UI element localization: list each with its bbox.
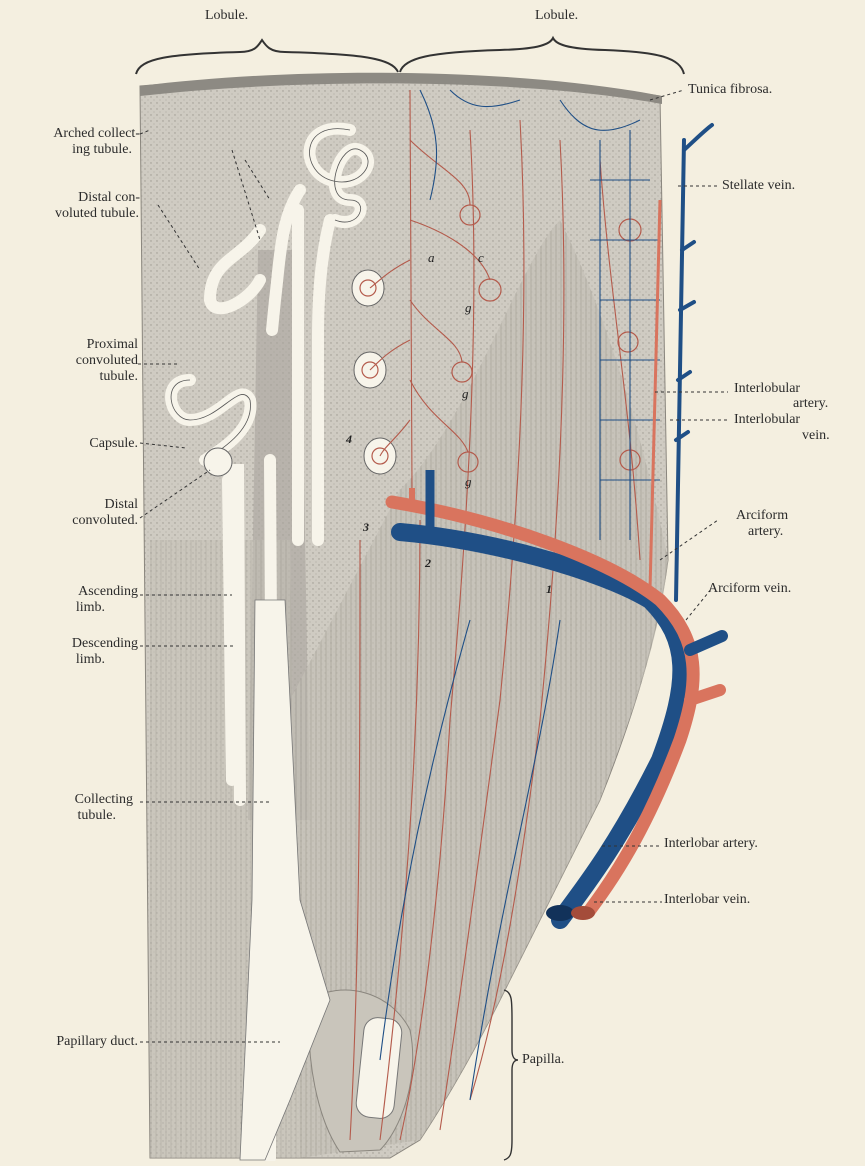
label-lobule-left: Lobule. <box>205 8 248 23</box>
label-papilla: Papilla. <box>522 1052 564 1067</box>
label-arciform-vein: Arciform vein. <box>708 581 791 596</box>
label-lobule-right: Lobule. <box>535 8 578 23</box>
label-distal-convoluted-1: Distal <box>105 497 138 512</box>
label-descending-1: Descending <box>72 636 138 651</box>
marker-4: 4 <box>346 432 352 447</box>
marker-g3: g <box>465 474 472 490</box>
label-arciform-artery-2: artery. <box>748 524 783 539</box>
label-interlobular-vein-2: vein. <box>802 428 830 443</box>
label-ascending-1: Ascending <box>78 584 138 599</box>
label-tunica-fibrosa: Tunica fibrosa. <box>688 82 772 97</box>
label-distal-convoluted-2: convoluted. <box>72 513 138 528</box>
label-arched-collecting-1: Arched collect- <box>53 126 140 141</box>
marker-1: 1 <box>546 582 552 597</box>
marker-g2: g <box>462 386 469 402</box>
label-ascending-2: limb. <box>76 600 105 615</box>
label-interlobular-artery-2: artery. <box>793 396 828 411</box>
label-arched-collecting-2: ing tubule. <box>72 142 132 157</box>
interlobar-vein-cut-end <box>546 905 574 921</box>
label-capsule: Capsule. <box>89 436 138 451</box>
interlobar-artery-cut-end <box>571 906 595 920</box>
lobule-brace-right <box>400 38 684 74</box>
papilla-brace <box>504 990 518 1160</box>
marker-a: a <box>428 250 435 266</box>
marker-c: c <box>478 250 484 266</box>
label-arciform-artery-1: Arciform <box>736 508 788 523</box>
label-distal-con-2: voluted tubule. <box>55 206 139 221</box>
arciform-vein-branch <box>690 636 722 650</box>
lobule-brace-left <box>136 40 398 74</box>
marker-2: 2 <box>425 556 431 571</box>
label-papillary-duct: Papillary duct. <box>56 1034 138 1049</box>
label-interlobular-vein-1: Interlobular <box>734 412 800 427</box>
label-collecting-1: Collecting <box>75 792 133 807</box>
label-distal-con-1: Distal con- <box>78 190 140 205</box>
label-interlobar-vein: Interlobar vein. <box>664 892 750 907</box>
label-proximal-1: Proximal <box>87 337 138 352</box>
label-proximal-3: tubule. <box>100 369 139 384</box>
label-interlobar-artery: Interlobar artery. <box>664 836 758 851</box>
label-descending-2: limb. <box>76 652 105 667</box>
label-interlobular-artery-1: Interlobular <box>734 381 800 396</box>
label-stellate-vein: Stellate vein. <box>722 178 795 193</box>
label-proximal-2: convoluted <box>76 353 138 368</box>
label-collecting-2: tubule. <box>78 808 117 823</box>
marker-3: 3 <box>363 520 369 535</box>
interlobular-vein <box>676 125 712 600</box>
marker-g1: g <box>465 300 472 316</box>
